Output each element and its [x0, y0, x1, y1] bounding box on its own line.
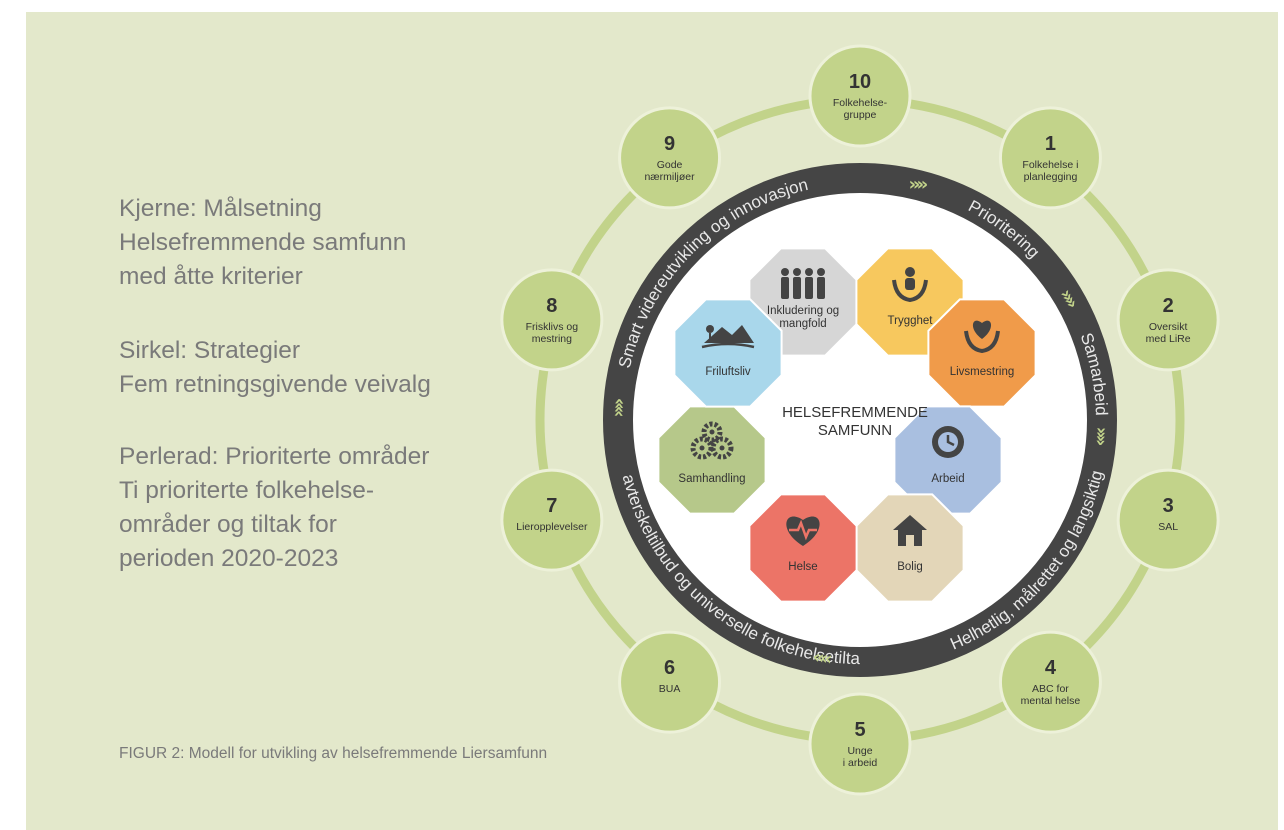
bead-label: mestring	[532, 333, 572, 345]
bead-label: Oversikt	[1149, 321, 1188, 333]
criterion-livsmestring: Livsmestring	[927, 298, 1037, 408]
ring-arrow-icon: »	[1090, 426, 1112, 439]
criterion-bolig: Bolig	[855, 493, 965, 603]
criterion-samhandling: Samhandling	[657, 405, 767, 515]
ring-arrow-icon: »	[811, 647, 825, 669]
criterion-label: Livsmestring	[950, 366, 1015, 378]
criterion-label: Friluftsliv	[705, 366, 751, 378]
core-line-1: Kjerne: Målsetning	[119, 195, 322, 222]
bead-label: BUA	[659, 683, 681, 695]
criterion-octagon	[657, 405, 767, 515]
gears-icon	[690, 421, 734, 460]
criterion-helse: Helse	[748, 493, 858, 603]
bead-label: i arbeid	[843, 757, 878, 769]
criterion-label: mangfold	[779, 318, 826, 330]
circle-line-1: Sirkel: Strategier	[119, 337, 301, 364]
beads-line-1: Perlerad: Prioriterte områder	[119, 443, 430, 470]
center-title: SAMFUNN	[818, 422, 892, 439]
criterion-label: Bolig	[897, 561, 923, 573]
ring-arrow-icon: »	[608, 405, 629, 417]
bead-circle	[500, 268, 604, 372]
protected-person-icon	[892, 267, 928, 303]
bead-circle	[1116, 468, 1220, 572]
bead-number: 4	[1045, 657, 1057, 679]
bead-circle	[618, 630, 722, 734]
clock-gear-icon	[932, 426, 964, 458]
criterion-label: Trygghet	[888, 315, 934, 327]
bead-number: 6	[664, 657, 675, 679]
bead-label: planlegging	[1024, 171, 1078, 183]
core-description: Kjerne: Målsetning Helsefremmende samfun…	[119, 192, 406, 294]
family-icon	[781, 268, 825, 299]
bead-label: mental helse	[1021, 695, 1081, 707]
bead-number: 7	[546, 495, 557, 517]
bead-label: Folkehelse i	[1022, 159, 1078, 171]
bead-number: 2	[1163, 295, 1174, 317]
bead-number: 3	[1163, 495, 1174, 517]
bead-label: Frisklivs og	[526, 321, 579, 333]
criterion-label: Samhandling	[678, 473, 745, 485]
bead-label: Folkehelse-	[833, 97, 888, 109]
criterion-label: Arbeid	[931, 473, 964, 485]
criterion-octagon	[673, 298, 783, 408]
bead-circle	[1116, 268, 1220, 372]
bead-label: ABC for	[1032, 683, 1069, 695]
ring-arrow-icon: »	[917, 174, 929, 195]
criterion-octagon	[893, 405, 1003, 515]
figure-caption: FIGUR 2: Modell for utvikling av helsefr…	[119, 745, 548, 762]
bead-circle	[618, 106, 722, 210]
bead-label: Lieropplevelser	[516, 521, 588, 533]
heart-hands-icon	[964, 320, 1000, 354]
beads-line-4: perioden 2020-2023	[119, 545, 339, 572]
criterion-label: Inkludering og	[767, 305, 839, 317]
bead-circle	[808, 44, 912, 148]
beads-description: Perlerad: Prioriterte områder Ti priorit…	[119, 440, 429, 576]
core-line-2: Helsefremmende samfunn	[119, 229, 407, 256]
criterion-label: Helse	[788, 561, 817, 573]
heartbeat-icon	[786, 516, 820, 546]
ring-arrow-icon: »	[1090, 434, 1112, 447]
bead-label: Unge	[847, 745, 872, 757]
circle-line-2: Fem retningsgivende veivalg	[119, 371, 431, 398]
circle-description: Sirkel: Strategier Fem retningsgivende v…	[119, 334, 431, 402]
ring-arrow-icon: »	[909, 174, 921, 195]
bead-number: 5	[854, 719, 865, 741]
criterion-octagon	[855, 493, 965, 603]
bead-circle	[500, 468, 604, 572]
beads-line-2: Ti prioriterte folkehelse-	[119, 477, 375, 504]
bead-circle	[998, 106, 1102, 210]
bead-label: Gode	[657, 159, 683, 171]
bead-number: 8	[546, 295, 557, 317]
criterion-octagon	[748, 493, 858, 603]
bead-label: gruppe	[844, 109, 877, 121]
bead-label: med LiRe	[1146, 333, 1191, 345]
bead-label: nærmiljøer	[644, 171, 695, 183]
beads-line-3: områder og tiltak for	[119, 511, 337, 538]
bead-circle	[808, 692, 912, 796]
criterion-arbeid: Arbeid	[893, 405, 1003, 515]
landscape-icon	[701, 325, 755, 349]
bead-circle	[998, 630, 1102, 734]
bead-number: 1	[1045, 133, 1056, 155]
house-icon	[893, 515, 927, 546]
core-line-3: med åtte kriterier	[119, 263, 303, 290]
ring-arrow-icon: »	[608, 397, 629, 409]
center-title: HELSEFREMMENDE	[782, 404, 928, 421]
bead-number: 9	[664, 133, 675, 155]
criterion-friluftsliv: Friluftsliv	[673, 298, 783, 408]
bead-number: 10	[849, 71, 871, 93]
ring-arrow-icon: »	[819, 648, 833, 670]
bead-label: SAL	[1158, 521, 1178, 533]
